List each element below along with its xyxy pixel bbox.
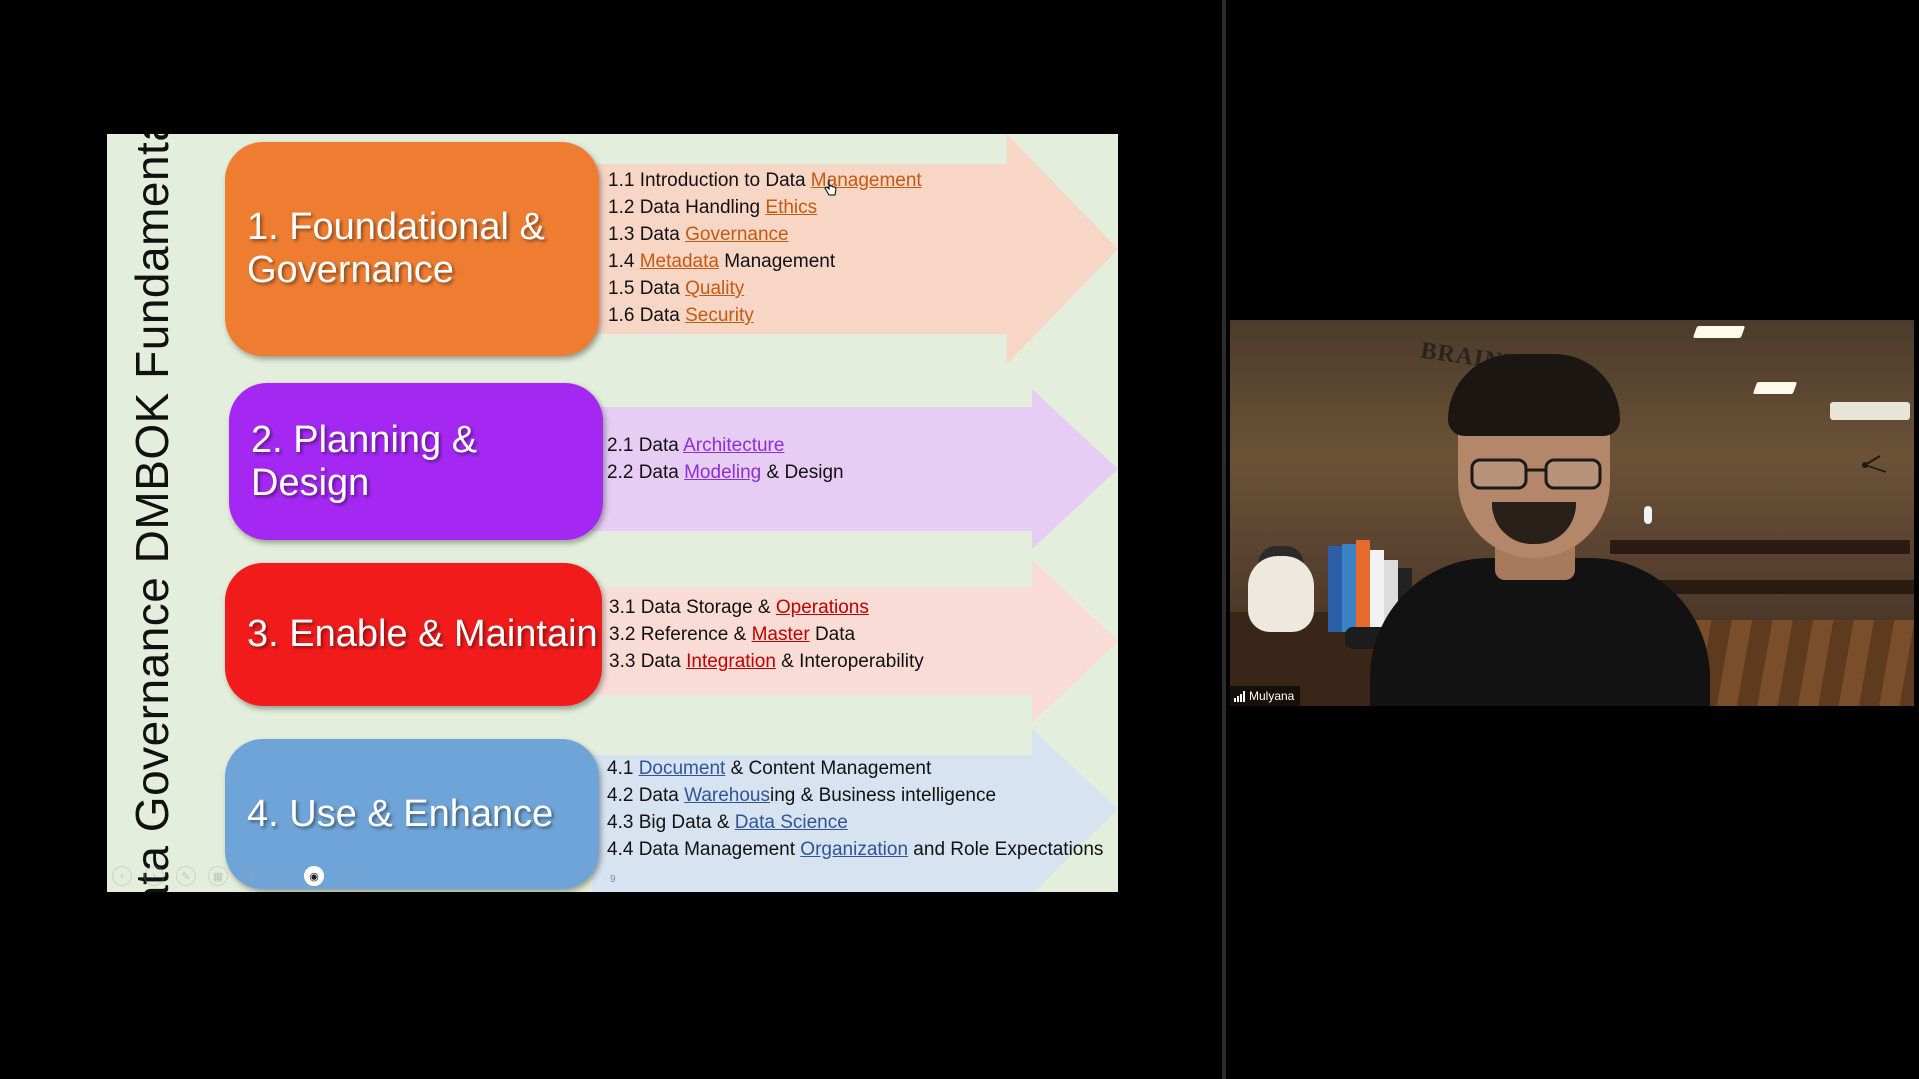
- item-keyword-link[interactable]: Architecture: [683, 435, 785, 456]
- item-text: 1.1 Introduction to Data: [608, 170, 811, 191]
- more-options-icon[interactable]: ⋯: [336, 866, 356, 886]
- section-4-item: 4.3 Big Data & Data Science: [607, 809, 1103, 836]
- item-keyword-link[interactable]: Security: [685, 305, 754, 326]
- mouse-cursor-icon: [824, 179, 837, 196]
- teddy-bear: [1248, 556, 1314, 632]
- more-circle-icon[interactable]: ○: [272, 866, 292, 886]
- section-1-arrow: [587, 134, 1118, 364]
- section-2-item: 2.2 Data Modeling & Design: [607, 459, 844, 486]
- signal-strength-icon: [1234, 690, 1245, 702]
- glasses-icon: [1470, 458, 1602, 490]
- section-1-item: 1.3 Data Governance: [608, 221, 922, 248]
- section-1-item: 1.1 Introduction to Data Management: [608, 167, 922, 194]
- section-1-label: 1. Foundational & Governance: [247, 206, 545, 291]
- slides-icon[interactable]: ▦: [208, 866, 228, 886]
- participant-nameplate: Mulyana: [1230, 686, 1301, 706]
- section-4-item: 4.1 Document & Content Management: [607, 755, 1103, 782]
- section-4-item: 4.2 Data Warehousing & Business intellig…: [607, 782, 1103, 809]
- section-2-arrow: [592, 389, 1118, 549]
- item-text: 4.2 Data: [607, 785, 685, 806]
- presentation-slide: Data Governance DMBOK Fundamentals 1. Fo…: [107, 134, 1118, 892]
- item-keyword-link[interactable]: Organization: [800, 839, 909, 860]
- item-text: 1.6 Data: [608, 305, 686, 326]
- item-text: 4.4 Data Management: [607, 839, 801, 860]
- section-1-box: 1. Foundational & Governance: [225, 142, 599, 356]
- section-3-item: 3.3 Data Integration & Interoperability: [609, 648, 924, 675]
- participant-video[interactable]: BRAINMATI: [1230, 320, 1914, 706]
- camera-icon[interactable]: ◉: [304, 866, 324, 886]
- item-text: 1.3 Data: [608, 224, 686, 245]
- pen-icon[interactable]: ✎: [176, 866, 196, 886]
- item-keyword-link[interactable]: Governance: [685, 224, 789, 245]
- item-keyword-link[interactable]: Ethics: [765, 197, 818, 218]
- item-text: 2.1 Data: [607, 435, 684, 456]
- item-text: 3.1 Data Storage &: [609, 597, 776, 618]
- item-text: Management: [718, 251, 836, 272]
- section-2-box: 2. Planning & Design: [229, 383, 603, 540]
- section-1-item: 1.4 Metadata Management: [608, 248, 922, 275]
- slide-page-number: 9: [610, 874, 616, 885]
- presentation-toolbar: ‹ › ✎ ▦ ⚲ ○ ◉ ⋯: [112, 866, 356, 886]
- item-keyword-link[interactable]: Metadata: [639, 251, 719, 272]
- item-text: & Interoperability: [775, 651, 924, 672]
- item-text: & Content Management: [725, 758, 932, 779]
- slide-title: Data Governance DMBOK Fundamentals: [107, 134, 197, 892]
- item-text: 1.4: [608, 251, 640, 272]
- section-2-label: 2. Planning & Design: [251, 418, 478, 504]
- wall-clock-icon: [1862, 455, 1887, 473]
- item-keyword-link[interactable]: Warehous: [684, 785, 770, 806]
- item-text: 4.3 Big Data &: [607, 812, 735, 833]
- item-text: ing & Business intelligence: [770, 785, 997, 806]
- item-text: 1.5 Data: [608, 278, 686, 299]
- item-text: 4.1: [607, 758, 639, 779]
- section-4-item: 4.4 Data Management Organization and Rol…: [607, 836, 1103, 863]
- item-text: Data: [809, 624, 856, 645]
- section-3-item: 3.2 Reference & Master Data: [609, 621, 924, 648]
- section-4-box: 4. Use & Enhance: [225, 739, 599, 889]
- item-text: 1.2 Data Handling: [608, 197, 766, 218]
- section-3-item: 3.1 Data Storage & Operations: [609, 594, 924, 621]
- item-text: and Role Expectations: [908, 839, 1104, 860]
- section-3-box: 3. Enable & Maintain: [225, 563, 602, 706]
- section-2-item: 2.1 Data Architecture: [607, 432, 844, 459]
- section-4-label: 4. Use & Enhance: [247, 792, 554, 835]
- section-1-item: 1.2 Data Handling Ethics: [608, 194, 922, 221]
- item-text: 3.3 Data: [609, 651, 687, 672]
- item-keyword-link[interactable]: Quality: [685, 278, 745, 299]
- item-keyword-link[interactable]: Document: [638, 758, 726, 779]
- split-divider[interactable]: [1222, 0, 1226, 1079]
- slide-title-text: Data Governance DMBOK Fundamentals: [126, 134, 178, 892]
- item-keyword-link[interactable]: Master: [751, 624, 810, 645]
- item-keyword-link[interactable]: Operations: [775, 597, 869, 618]
- zoom-icon[interactable]: ⚲: [240, 866, 260, 886]
- next-icon[interactable]: ›: [144, 866, 164, 886]
- item-text: & Design: [761, 462, 844, 483]
- section-4-arrow: [592, 729, 1118, 892]
- participant-name: Mulyana: [1249, 689, 1295, 703]
- item-text: 3.2 Reference &: [609, 624, 752, 645]
- section-1-item: 1.5 Data Quality: [608, 275, 922, 302]
- item-text: 2.2 Data: [607, 462, 685, 483]
- item-keyword-link[interactable]: Integration: [686, 651, 776, 672]
- shared-screen: Data Governance DMBOK Fundamentals 1. Fo…: [6, 134, 1219, 892]
- section-3-arrow: [592, 559, 1118, 723]
- section-1-item: 1.6 Data Security: [608, 302, 922, 329]
- item-keyword-link[interactable]: Data Science: [734, 812, 848, 833]
- section-3-label: 3. Enable & Maintain: [247, 613, 598, 655]
- item-keyword-link[interactable]: Modeling: [684, 462, 762, 483]
- item-keyword-link[interactable]: Management: [810, 170, 922, 191]
- previous-icon[interactable]: ‹: [112, 866, 132, 886]
